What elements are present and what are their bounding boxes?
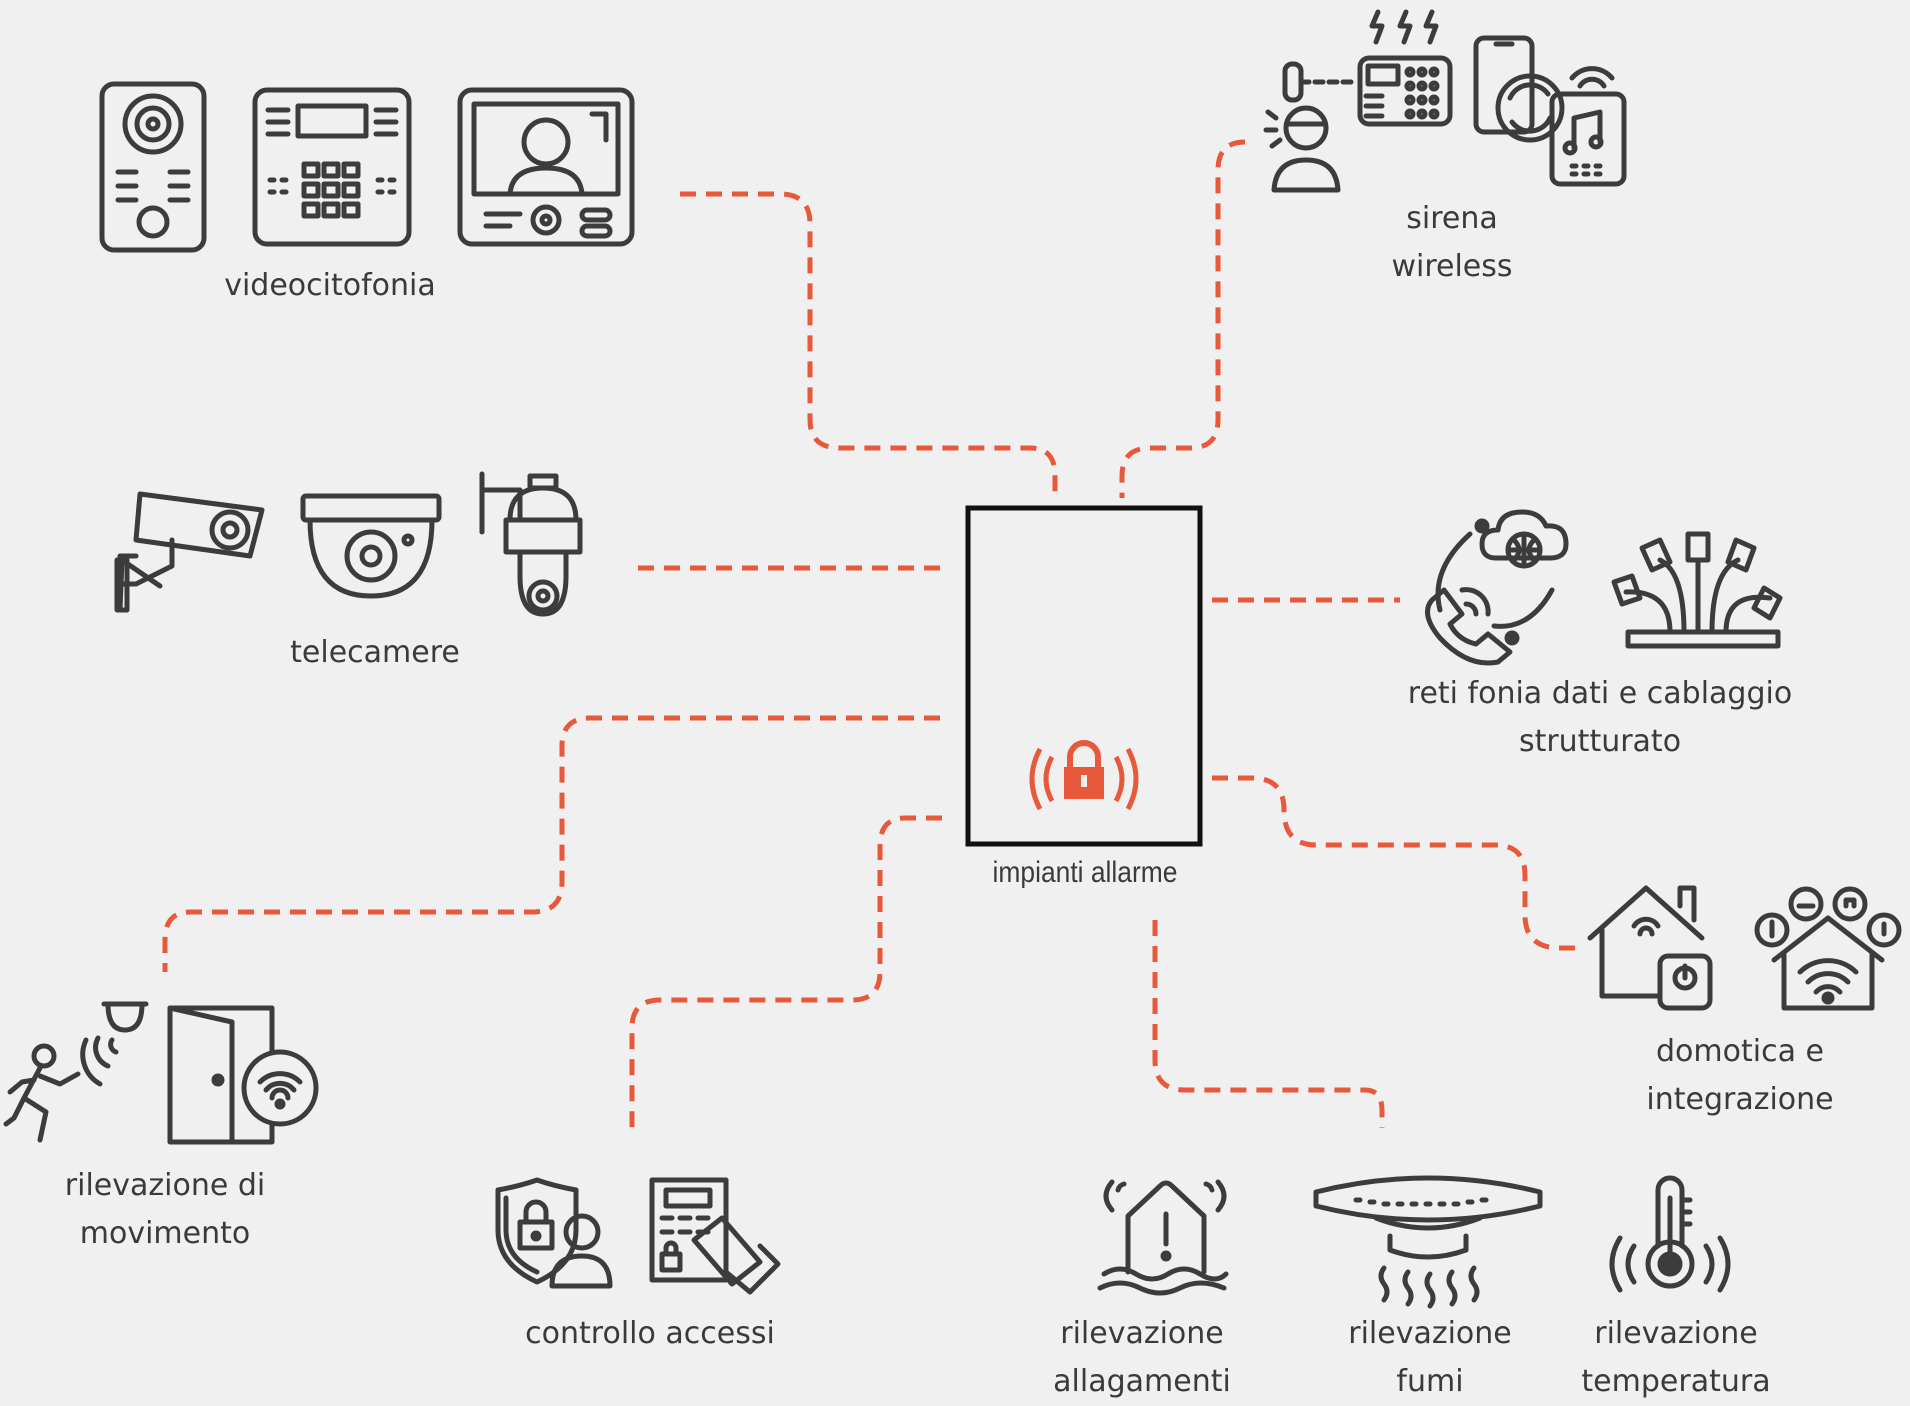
label-line: wireless xyxy=(1391,249,1513,284)
label-sirena: sirena wireless xyxy=(1342,195,1562,291)
label-line: sirena xyxy=(1406,201,1498,236)
cloud-network-icon xyxy=(1425,509,1569,666)
label-telecamere: telecamere xyxy=(255,629,495,677)
label-line: rilevazione xyxy=(1594,1316,1758,1351)
label-allagamenti: rilevazione allagamenti xyxy=(1022,1310,1262,1406)
connector-movimento xyxy=(162,715,940,972)
label-line: integrazione xyxy=(1646,1082,1834,1117)
smart-home-icon xyxy=(1587,885,1713,1011)
label-accessi: controllo accessi xyxy=(500,1310,800,1358)
smoke-detector-icon xyxy=(1313,1175,1543,1309)
dome-camera-icon xyxy=(300,493,442,599)
alarm-lock-icon xyxy=(1029,740,1139,811)
cabling-icon xyxy=(1611,531,1783,649)
shield-lock-icon xyxy=(495,1177,613,1289)
video-monitor-icon xyxy=(457,87,635,247)
label-line: fumi xyxy=(1396,1364,1464,1399)
label-line: temperatura xyxy=(1581,1364,1771,1399)
alarm-panel-box xyxy=(965,505,1203,847)
ptz-camera-icon xyxy=(479,471,583,617)
bullet-camera-icon xyxy=(114,491,265,613)
flood-icon xyxy=(1097,1179,1229,1296)
label-videocitofonia: videocitofonia xyxy=(200,262,460,310)
label-line: rilevazione xyxy=(1060,1316,1224,1351)
connector-fumi xyxy=(1152,920,1385,1128)
label-line: strutturato xyxy=(1518,724,1682,759)
keypad-panel-icon xyxy=(252,87,412,247)
label-line: rilevazione xyxy=(1348,1316,1512,1351)
connectors xyxy=(162,139,1584,1128)
connector-videocitofonia xyxy=(680,191,1058,498)
smartphone-sync-icon xyxy=(1473,35,1627,187)
label-line: reti fonia dati e cablaggio xyxy=(1407,676,1793,711)
label-line: allagamenti xyxy=(1053,1364,1231,1399)
label-line: movimento xyxy=(79,1216,251,1251)
connector-sirena xyxy=(1119,139,1246,498)
thermometer-icon xyxy=(1609,1175,1731,1293)
card-reader-icon xyxy=(649,1177,781,1295)
label-domotica: domotica e integrazione xyxy=(1610,1028,1870,1124)
label-line: domotica e xyxy=(1656,1034,1824,1069)
label-fumi: rilevazione fumi xyxy=(1320,1310,1540,1406)
label-line: telecamere xyxy=(290,635,460,670)
home-wifi-icon xyxy=(1754,886,1902,1011)
door-intercom-icon xyxy=(99,81,207,253)
label-line: rilevazione di xyxy=(64,1168,266,1203)
label-line: videocitofonia xyxy=(224,268,436,303)
connector-domotica xyxy=(1212,775,1584,951)
alarm-hub xyxy=(965,505,1203,847)
label-line: controllo accessi xyxy=(525,1316,775,1351)
door-wifi-icon xyxy=(167,1005,319,1145)
motion-sensor-icon xyxy=(3,1001,149,1143)
hub-label: impianti allarme xyxy=(992,856,1178,889)
label-temperatura: rilevazione temperatura xyxy=(1566,1310,1786,1406)
guard-alarm-icon xyxy=(1263,9,1453,193)
connector-accessi xyxy=(629,815,942,1128)
label-reti: reti fonia dati e cablaggio strutturato xyxy=(1400,670,1800,766)
label-movimento: rilevazione di movimento xyxy=(40,1162,290,1258)
